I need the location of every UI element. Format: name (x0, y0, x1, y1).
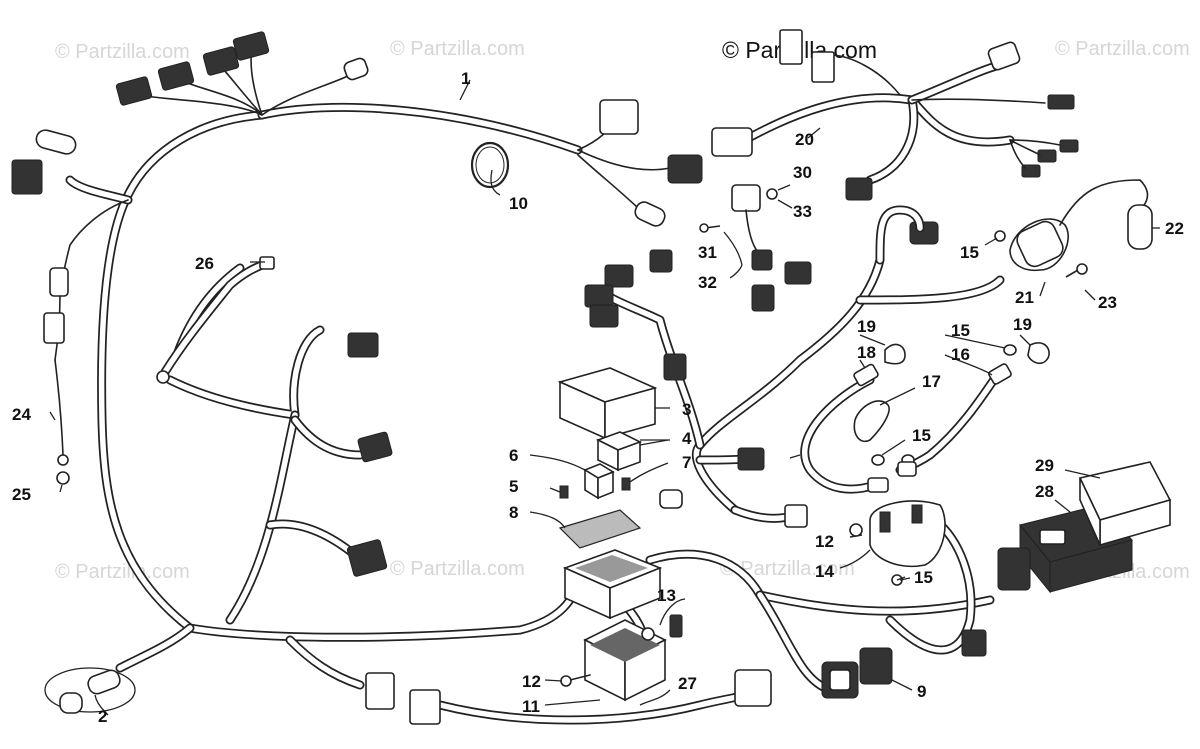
callout-32: 32 (698, 273, 717, 292)
callout-14: 14 (815, 562, 834, 581)
callout-6: 6 (509, 446, 518, 465)
watermark: © Partzilla.com (1055, 38, 1190, 60)
connector-center-left (346, 332, 395, 710)
connector-cluster-middle (584, 205, 939, 528)
part-29-cover (1078, 461, 1172, 547)
callout-12: 12 (815, 532, 834, 551)
callout-16: 16 (951, 345, 970, 364)
parts-5-6-7-fuses-relays (529, 454, 669, 500)
callout-5: 5 (509, 477, 518, 496)
callout-17: 17 (922, 372, 941, 391)
callout-13: 13 (657, 586, 676, 605)
callout-27: 27 (678, 674, 697, 693)
part-9-switch (821, 647, 893, 699)
watermark: © Partzilla.com (55, 41, 190, 63)
callout-23: 23 (1098, 293, 1117, 312)
callout-7: 7 (682, 453, 691, 472)
connector-left-side (11, 129, 129, 485)
callout-4: 4 (682, 429, 692, 448)
part-10-clamp (470, 141, 510, 189)
callout-29: 29 (1035, 456, 1054, 475)
callout-12: 12 (522, 672, 541, 691)
connector-bottom-right (961, 629, 987, 657)
callout-11: 11 (522, 697, 540, 716)
connector-top-right (711, 29, 1079, 201)
leader-lines (49, 79, 1160, 716)
connector-cluster-top-left (115, 31, 369, 116)
callout-30: 30 (793, 163, 812, 182)
callout-20: 20 (795, 130, 814, 149)
harness-20 (740, 54, 1046, 185)
part-4-relay (595, 431, 670, 472)
part-3-relay-cover (557, 367, 670, 440)
callout-10: 10 (509, 194, 528, 213)
callout-24: 24 (12, 405, 31, 424)
part-2-sensor (44, 667, 136, 714)
callout-33: 33 (793, 202, 812, 221)
callout-15: 15 (960, 243, 979, 262)
callout-28: 28 (1035, 482, 1054, 501)
callout-numbers: 1 2 3 4 5 6 7 8 9 10 11 12 12 13 14 15 1… (12, 69, 1184, 726)
callout-18: 18 (857, 343, 876, 362)
callout-19: 19 (857, 317, 876, 336)
watermark: © Partzilla.com (390, 38, 525, 60)
callout-15: 15 (914, 568, 933, 587)
callout-2: 2 (98, 707, 107, 726)
callout-3: 3 (682, 400, 691, 419)
callout-8: 8 (509, 503, 518, 522)
part-27-harness (409, 669, 772, 725)
parts-30-33-assembly (699, 184, 793, 279)
callout-26: 26 (195, 254, 214, 273)
callout-15: 15 (951, 321, 970, 340)
battery-cables-15-19 (800, 342, 1050, 494)
part-26-ground-wire (156, 256, 275, 384)
callout-31: 31 (698, 243, 717, 262)
callout-25: 25 (12, 485, 31, 504)
watermark: © Partzilla.com (55, 561, 190, 583)
callout-15: 15 (912, 426, 931, 445)
connector-top-middle (577, 99, 703, 227)
part-21-fuel-pump (994, 179, 1153, 278)
callout-19: 19 (1013, 315, 1032, 334)
callout-1: 1 (461, 69, 470, 88)
fuse-box (562, 549, 663, 620)
callout-9: 9 (917, 682, 926, 701)
watermark: © Partzilla.com (390, 558, 525, 580)
part-11-module (560, 614, 683, 702)
callout-21: 21 (1015, 288, 1034, 307)
part-14-solenoid (839, 500, 946, 586)
callout-22: 22 (1165, 219, 1184, 238)
part-8-label-sheet (529, 509, 642, 549)
watermark: © Partzilla.com (720, 558, 855, 580)
